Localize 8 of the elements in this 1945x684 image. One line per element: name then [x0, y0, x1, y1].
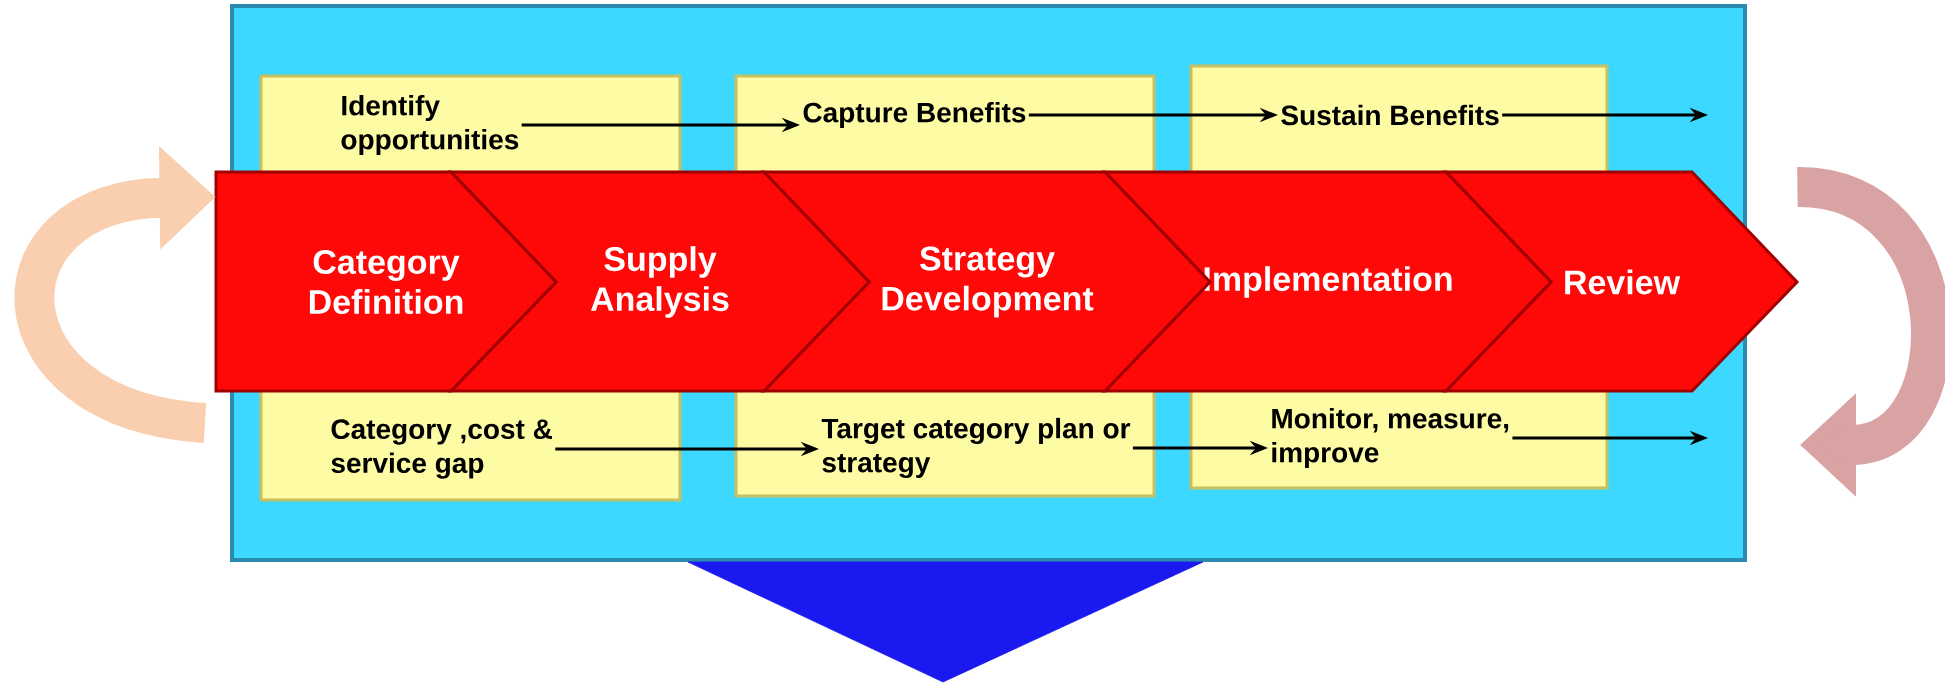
- step-text: Identify opportunities: [341, 94, 519, 156]
- step-text: Monitor, measure, improve: [1272, 407, 1509, 469]
- step-text: Sustain Benefits: [1281, 104, 1499, 126]
- chevron-step: Implementation: [1101, 170, 1554, 393]
- chevron-step: Category Definition: [214, 170, 559, 393]
- step-text: Category ,cost & service gap: [331, 419, 552, 479]
- step-text: Capture Benefits: [803, 101, 1026, 129]
- step-text: Target category plan or strategy: [821, 417, 1131, 479]
